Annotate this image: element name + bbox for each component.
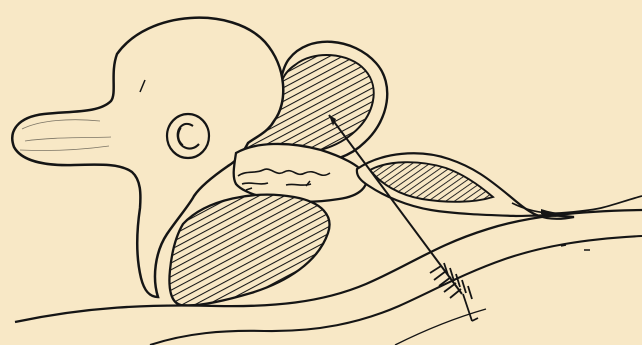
lower-base-short-curve (395, 309, 486, 345)
small-round-organ (167, 114, 209, 158)
lower-hatched-cavity (169, 195, 329, 306)
